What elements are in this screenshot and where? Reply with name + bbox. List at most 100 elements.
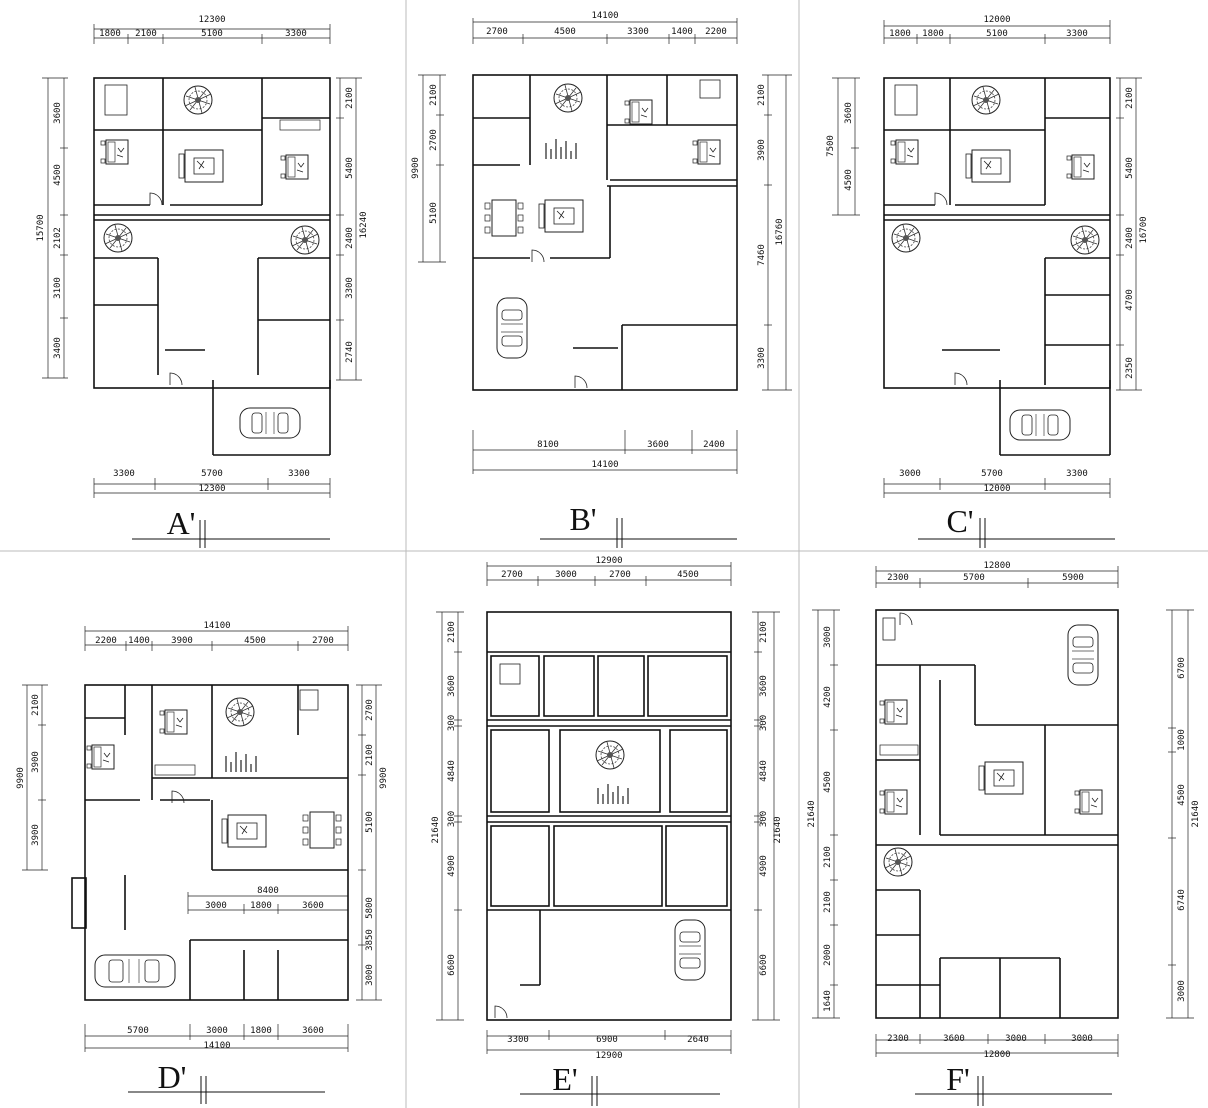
dim-text: 12800 (983, 1050, 1010, 1060)
dim-text: 2100 (31, 694, 41, 716)
plan-label: F' (946, 1061, 970, 1097)
dim-text: 14100 (203, 1041, 230, 1051)
dim-text: 3000 (823, 626, 833, 648)
dim-text: 2400 (345, 227, 355, 249)
dim-text: 3300 (1066, 29, 1088, 39)
dim-text: 1400 (128, 636, 150, 646)
dim-text: 14100 (203, 621, 230, 631)
dim-text: 8100 (537, 440, 559, 450)
dim-text: 3300 (113, 469, 135, 479)
dimension-lines (812, 566, 1194, 1057)
dim-text: 12300 (198, 15, 225, 25)
dim-text: 4500 (844, 169, 854, 191)
dim-text: 21640 (807, 800, 817, 827)
plan-d (22, 626, 382, 1052)
dim-text: 2100 (447, 621, 457, 643)
dim-text: 2100 (365, 744, 375, 766)
dim-text: 2100 (823, 891, 833, 913)
dim-text: 1640 (823, 990, 833, 1012)
dim-text: 3900 (31, 751, 41, 773)
dim-text: 15700 (36, 214, 46, 241)
dim-text: 3600 (647, 440, 669, 450)
dim-text: 4500 (823, 771, 833, 793)
plan-b (418, 18, 792, 474)
plan-label: A' (167, 505, 196, 541)
dim-text: 3300 (627, 27, 649, 37)
dim-text: 3000 (1005, 1034, 1027, 1044)
dim-text: 9900 (16, 767, 26, 789)
dim-text: 4200 (823, 686, 833, 708)
walls (93, 77, 331, 456)
dim-text: 300 (759, 811, 769, 827)
dim-text: 300 (447, 715, 457, 731)
dim-text: 2700 (312, 636, 334, 646)
dim-text: 300 (759, 715, 769, 731)
dim-text: 4900 (759, 855, 769, 877)
dim-text: 2100 (757, 84, 767, 106)
walls (486, 611, 732, 1021)
dim-text: 12900 (595, 1051, 622, 1061)
dim-text: 5100 (986, 29, 1008, 39)
dim-text: 5100 (201, 29, 223, 39)
dim-text: 4840 (447, 760, 457, 782)
dim-text: 21640 (773, 816, 783, 843)
dim-text: 2100 (759, 621, 769, 643)
dim-text: 6700 (1177, 657, 1187, 679)
dim-text: 9900 (411, 157, 421, 179)
dim-text: 2700 (501, 570, 523, 580)
dim-text: 4500 (554, 27, 576, 37)
plan-b-labels: 14100 2700 4500 3300 1400 2200 8100 3600… (411, 11, 785, 548)
dim-text: 14100 (591, 11, 618, 21)
plan-d-labels: 14100 2200 1400 3900 4500 2700 8400 3000… (16, 621, 389, 1104)
dim-text: 5700 (201, 469, 223, 479)
plan-f (812, 566, 1194, 1057)
dim-text: 3000 (555, 570, 577, 580)
dim-text: 3400 (53, 337, 63, 359)
dim-text: 2400 (703, 440, 725, 450)
plan-c (832, 20, 1142, 498)
plan-a-labels: 12300 1800 2100 5100 3300 3300 5700 3300… (36, 15, 369, 548)
dim-text: 2740 (345, 341, 355, 363)
dim-text: 2200 (95, 636, 117, 646)
walls (472, 74, 738, 391)
dim-text: 5700 (127, 1026, 149, 1036)
dim-text: 2200 (705, 27, 727, 37)
walls (875, 609, 1119, 1019)
dim-text: 16760 (775, 218, 785, 245)
walls (883, 77, 1111, 456)
dim-text: 3300 (507, 1035, 529, 1045)
plan-label: D' (158, 1059, 187, 1095)
dim-text: 12900 (595, 556, 622, 566)
plan-e-labels: 12900 2700 3000 2700 4500 3300 6900 2640… (431, 556, 783, 1106)
plan-label: E' (552, 1061, 577, 1097)
dim-text: 2100 (345, 87, 355, 109)
dim-text: 3000 (205, 901, 227, 911)
dim-text: 5800 (365, 897, 375, 919)
dim-text: 2100 (823, 846, 833, 868)
dim-text: 5100 (365, 811, 375, 833)
dim-text: 3600 (844, 102, 854, 124)
dim-text: 2100 (1125, 87, 1135, 109)
dim-text: 3000 (1071, 1034, 1093, 1044)
dim-text: 1800 (922, 29, 944, 39)
dim-text: 2700 (609, 570, 631, 580)
dim-text: 3100 (53, 277, 63, 299)
dim-text: 21640 (1191, 800, 1201, 827)
dim-text: 16240 (359, 211, 369, 238)
dim-text: 4500 (244, 636, 266, 646)
dim-text: 5100 (429, 202, 439, 224)
dim-text: 3900 (757, 139, 767, 161)
dim-text: 21640 (431, 816, 441, 843)
dim-text: 2700 (429, 129, 439, 151)
dim-text: 4500 (677, 570, 699, 580)
dim-text: 4900 (447, 855, 457, 877)
dim-text: 9900 (379, 767, 389, 789)
dim-text: 12300 (198, 484, 225, 494)
dim-text: 4840 (759, 760, 769, 782)
dim-text: 4500 (53, 164, 63, 186)
plan-label: C' (946, 503, 973, 539)
dim-text: 5900 (1062, 573, 1084, 583)
plan-c-labels: 12000 1800 1800 5100 3300 3000 5700 3300… (826, 15, 1149, 548)
dim-text: 2102 (53, 227, 63, 249)
